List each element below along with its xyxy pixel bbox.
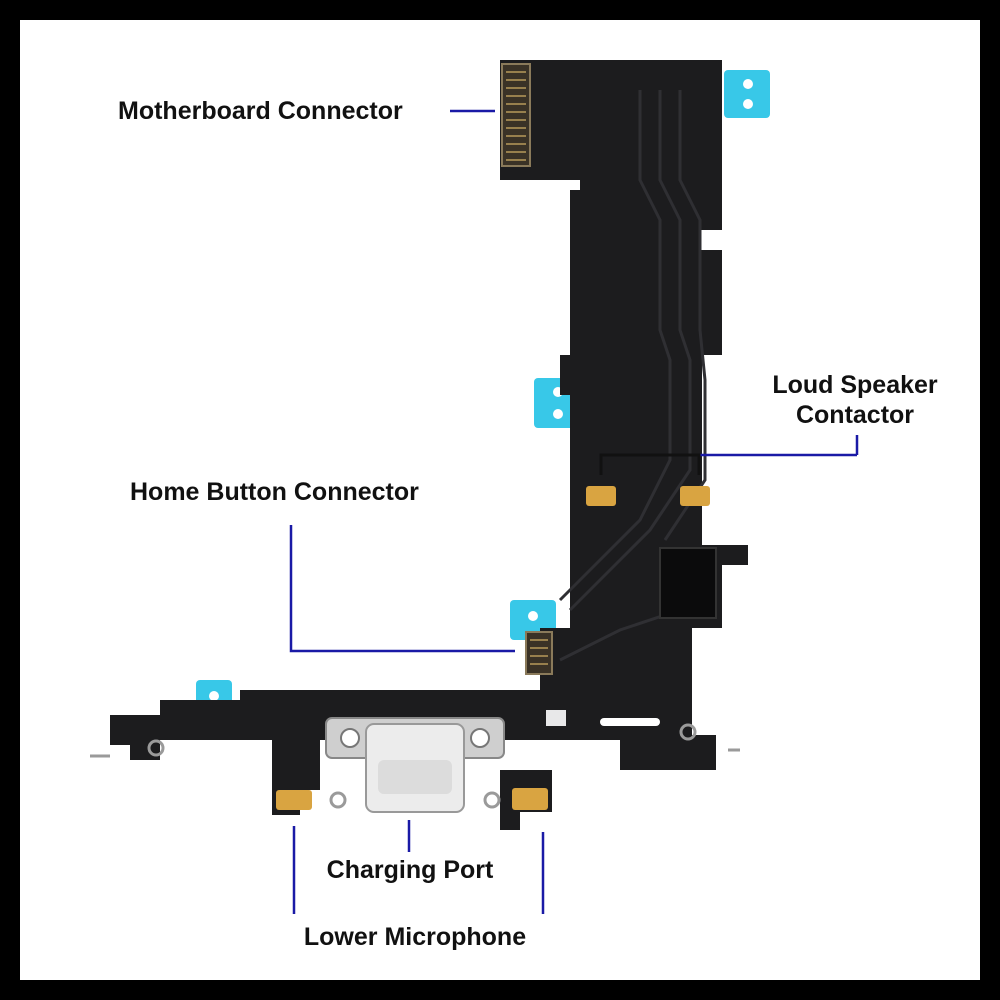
motherboard-connector-block (501, 63, 531, 167)
leader-lines (289, 109, 859, 914)
screw-tabs (90, 723, 740, 809)
label-loud-speaker-contactor: Loud Speaker Contactor (740, 370, 970, 430)
label-motherboard-connector: Motherboard Connector (118, 97, 403, 125)
speaker-contact-pad-left (586, 486, 616, 506)
leader-home-button (289, 525, 515, 653)
label-loud-speaker-line1: Loud Speaker (772, 371, 938, 399)
label-home-button-connector: Home Button Connector (130, 478, 419, 506)
label-lower-microphone: Lower Microphone (303, 923, 527, 951)
flex-cable (110, 60, 748, 815)
home-button-connector-block (525, 631, 553, 675)
label-charging-port: Charging Port (326, 856, 494, 884)
foam-pad (659, 547, 717, 619)
speaker-contact-pad-right (680, 486, 710, 506)
adhesive-tab-top (724, 70, 770, 118)
charging-port (325, 717, 505, 813)
microphone-pad-left (276, 790, 312, 810)
label-loud-speaker-line2: Contactor (795, 401, 915, 429)
speaker-bracket (599, 453, 701, 475)
circuit-traces (558, 90, 707, 662)
